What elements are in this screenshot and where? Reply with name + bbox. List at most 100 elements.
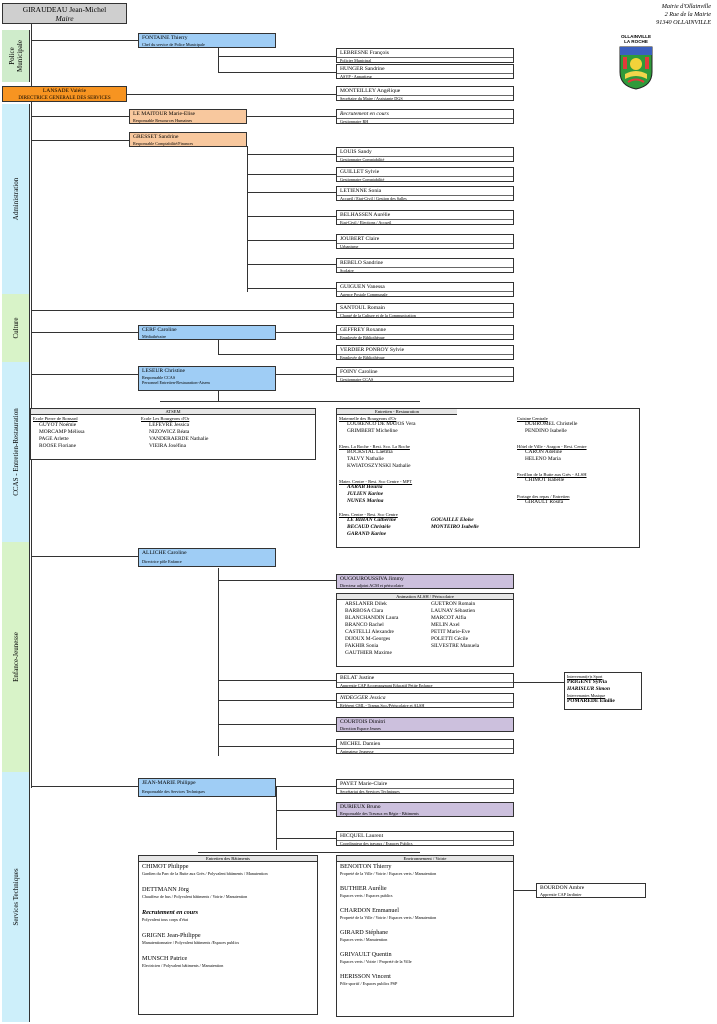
animation-col-1: ARSLANER Dilek BARBOSA Clara BLANCHANDIN…	[345, 601, 398, 657]
env-person-role: Espaces verts / Voirie / Propreté de la …	[340, 959, 412, 964]
animation-person: MARCOT Alfia	[431, 615, 467, 621]
entretien-g2-names: BOCKSTAL Laetitia TALVY Nathalie KWIATOS…	[347, 449, 411, 470]
side-culture: Culture	[2, 294, 30, 362]
louis-role: Gestionnaire Comptabilité	[337, 156, 513, 161]
box-courtois: COURTOIS Dimitri Direction Espace Jeunes	[336, 717, 514, 732]
michel-role: Animateur Jeunesse	[337, 748, 513, 753]
box-jeanmarie: JEAN-MARIE Philippe Responsable des Serv…	[138, 778, 276, 797]
michel-name: MICHEL Damien	[340, 741, 381, 747]
box-ougour: OUGOUROUSSIVA Jimmy Directeur adjoint AC…	[336, 574, 514, 589]
box-geffrey: GEFFREY Roxanne Employée de Bibliothèque	[336, 325, 514, 340]
box-foiny: FOINY Caroline Gestionnaire CCAS	[336, 367, 514, 382]
enf-h-michel	[218, 746, 336, 747]
box-alliche: ALLICHE Caroline Directrice pôle Enfance	[138, 548, 276, 567]
box-guillet: GUILLET Sylvie Gestionnaire Comptabilité	[336, 167, 514, 182]
address-line-1: Mairie d'Ollainville	[661, 3, 711, 10]
atsem-col-1: GUYOT Noémie MORCAMP Mélissa PAGE Arlett…	[39, 422, 84, 450]
payet-name: PAYET Marie-Claire	[340, 781, 388, 787]
box-santoul: SANTOUL Romain Chargé de la Culture et d…	[336, 303, 514, 318]
entretien-person: NUNES Marina	[347, 498, 384, 504]
side-label-culture: Culture	[11, 317, 20, 339]
box-joubert: JOUBERT Claire Urbanisme	[336, 234, 514, 249]
interv-person: HARISLUR Simon	[567, 686, 610, 692]
culture-h-verdier	[218, 354, 336, 355]
nidegger-name: NIDEGGER Jessica	[340, 695, 386, 701]
enf-h-courtois	[218, 724, 336, 725]
group-environnement: Environnement / Voirie BENOITON Thierry …	[336, 855, 514, 1017]
box-louis: LOUIS Sandy Gestionnaire Comptabilité	[336, 147, 514, 162]
entretien-person: LOURENCO DE MATOS Vera	[347, 421, 416, 427]
atsem-ecole-1: Ecole Pierre de Ronsard	[33, 416, 78, 421]
env-person-name: BENOITON Thierry	[340, 863, 392, 870]
tech-h-hicquel	[276, 838, 336, 839]
entretien-g2: Elem. La Roche - Resi. Sco. La Roche	[339, 444, 410, 449]
batiments-person-role: Gardien du Parc de la Butte aux Grès / P…	[142, 871, 268, 876]
batiments-person-role: Chauffeur de bus / Polyvalent bâtiments …	[142, 894, 248, 899]
entretien-g8: Portage des repas / Entretien	[517, 494, 570, 499]
atsem-col-2: LEFEVRE Jessica NIZOWICZ Béata VANDERAER…	[149, 422, 208, 450]
fontaine-name: FONTAINE Thierry	[142, 35, 188, 41]
recrut-rh-role: Gestionnaire RH	[337, 118, 513, 123]
dgs-line	[127, 94, 336, 95]
animation-person: MELIN Axel	[431, 622, 460, 628]
entretien-person: LE BIHAN Catherine	[347, 517, 397, 523]
entretien-person: BOCKSTAL Laetitia	[347, 449, 393, 455]
animation-person: BARBOSA Clara	[345, 608, 384, 614]
santoul-name: SANTOUL Romain	[340, 305, 385, 311]
jeanmarie-role: Responsable des Services Techniques	[142, 789, 206, 794]
env-person-role: Propreté de la Ville / Voirie / Espaces …	[340, 871, 437, 876]
joubert-name: JOUBERT Claire	[340, 236, 380, 242]
rebelo-name: REBELO Sandrine	[340, 260, 384, 266]
payet-role: Secrétariat des Services Techniques	[337, 788, 513, 793]
entretien-title: Entretien - Restauration	[337, 409, 457, 415]
side-tech: Services Techniques	[2, 772, 30, 1022]
geffrey-name: GEFFREY Roxanne	[340, 327, 386, 333]
animation-person: LAUNAY Sébastien	[431, 608, 476, 614]
enf-spine	[218, 568, 219, 756]
entretien-person: PENDINO Isabelle	[525, 428, 567, 434]
entretien-person: HELENO Maria	[525, 456, 561, 462]
box-hunger: HUNGER Sandrine ASVP - Appariteur	[336, 64, 514, 79]
foiny-name: FOINY Caroline	[340, 369, 378, 375]
main-spine	[31, 24, 32, 788]
side-admin: Administration	[2, 104, 30, 294]
group-entretien: Entretien - Restauration Maternelle des …	[336, 408, 640, 548]
environnement-person-3: CHARDON Emmanuel Propreté de la Ville / …	[340, 907, 436, 920]
enf-h-alliche	[31, 556, 138, 557]
batiments-person-name: CHIMOT Philippe	[142, 863, 189, 870]
animation-person: GAUTHIER Maxime	[345, 650, 392, 656]
side-label-tech: Services Techniques	[11, 868, 20, 926]
entretien-g3: Mater. Centre - Resi. Sco Centre - MPT	[339, 479, 413, 484]
courtois-role: Direction Espace Jeunes	[340, 726, 381, 731]
mayor-box: GIRAUDEAU Jean-Michel Maire	[2, 3, 127, 24]
alliche-role: Directrice pôle Enfance	[142, 559, 182, 564]
batiments-person-name: Recrutement en cours	[142, 909, 199, 916]
animation-person: GUETRON Romain	[431, 601, 476, 607]
box-belat: BELAT Justine Apprentie CAP Accompagnant…	[336, 673, 514, 688]
group-atsem: ATSEM Ecole Pierre de Ronsard GUYOT Noém…	[30, 408, 316, 460]
animation-person: BLANCHANDIN Laura	[345, 615, 399, 621]
box-belhassen: BELHASSEN Aurélie Etat-Civil / Elections…	[336, 210, 514, 225]
side-label-admin: Administration	[11, 177, 20, 221]
coat-of-arms-icon	[619, 46, 653, 90]
entretien-g1-names: LOURENCO DE MATOS Vera GRIMBERT Michelin…	[347, 421, 416, 435]
enf-h-interv	[514, 682, 564, 683]
guillet-role: Gestionnaire Comptabilité	[337, 176, 513, 181]
box-bourdon: BOURDON Ambre Apprentie CAP Jardinier	[536, 883, 646, 898]
environnement-person-1: BENOITON Thierry Propreté de la Ville / …	[340, 863, 436, 876]
animation-title: Animation ALSH / Périscolaire	[337, 594, 513, 600]
ougour-name: OUGOUROUSSIVA Jimmy	[340, 576, 404, 582]
enf-h-nidegger	[218, 700, 336, 701]
hunger-role: ASVP - Appariteur	[337, 73, 513, 78]
batiments-person-name: DETTMANN Jörg	[142, 886, 189, 893]
animation-col-2: GUETRON Romain LAUNAY Sébastien MARCOT A…	[431, 601, 479, 650]
police-h2	[218, 72, 336, 73]
culture-h-cerf	[31, 332, 138, 333]
lebresne-name: LEBRESNE François	[340, 50, 389, 56]
env-person-name: CHARDON Emmanuel	[340, 907, 399, 914]
batiments-person-2: DETTMANN Jörg Chauffeur de bus / Polyval…	[142, 886, 247, 899]
batiments-title: Entretien des Bâtiments	[139, 856, 317, 862]
rebelo-role: Scolaire	[337, 267, 513, 272]
env-person-name: GRIVAULT Quentin	[340, 951, 392, 958]
environnement-title: Environnement / Voirie	[337, 856, 513, 862]
